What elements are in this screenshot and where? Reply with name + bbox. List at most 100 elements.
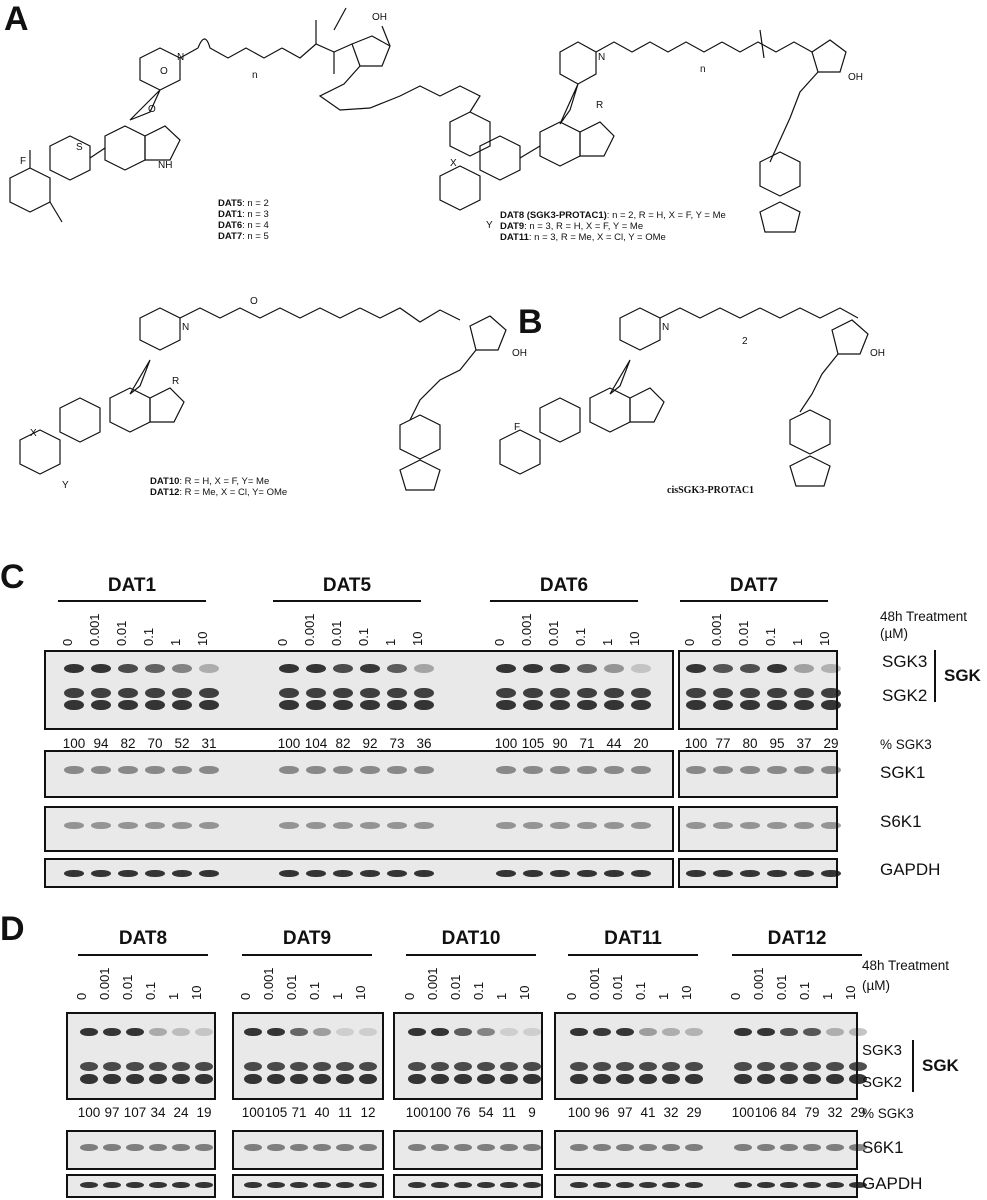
pct-sgk3-value: 29 (850, 1105, 866, 1120)
atom-label: N (177, 52, 184, 63)
band-s6k1 (290, 1144, 308, 1151)
blot-frame-sgk (66, 1012, 216, 1100)
band-sgk2 (408, 1074, 426, 1084)
group-title: DAT9 (282, 928, 332, 949)
band-sgk2 (199, 700, 219, 710)
band-s6k1 (685, 1144, 703, 1151)
concentration-label: 0.01 (329, 620, 344, 646)
band-s6k1 (359, 1144, 377, 1151)
band-sgk2 (713, 700, 733, 710)
band-sgk2 (290, 1062, 308, 1071)
concentration-label: 0.1 (356, 627, 371, 646)
group-underline (490, 600, 638, 602)
band-sgk3 (414, 664, 434, 673)
band-sgk3 (477, 1028, 495, 1036)
band-sgk2 (550, 688, 570, 698)
band-s6k1 (803, 1144, 821, 1151)
band-s6k1 (145, 822, 165, 829)
band-sgk2 (454, 1074, 472, 1084)
band-gapdh (333, 870, 353, 877)
band-s6k1 (496, 822, 516, 829)
group-underline (58, 600, 206, 602)
band-sgk3 (103, 1028, 121, 1036)
band-gapdh (306, 870, 326, 877)
band-sgk2 (91, 700, 111, 710)
band-sgk2 (149, 1074, 167, 1084)
band-s6k1 (780, 1144, 798, 1151)
band-gapdh (172, 870, 192, 877)
band-sgk2 (80, 1074, 98, 1084)
pct-sgk3-value: 97 (104, 1105, 120, 1120)
band-sgk3 (550, 664, 570, 673)
band-sgk2 (172, 700, 192, 710)
band-gapdh (740, 870, 760, 877)
band-gapdh (126, 1182, 144, 1188)
band-sgk3 (360, 664, 380, 673)
band-sgk2 (740, 700, 760, 710)
band-gapdh (523, 870, 543, 877)
band-sgk2 (523, 1062, 541, 1071)
band-sgk1 (64, 766, 84, 774)
band-gapdh (360, 870, 380, 877)
band-sgk2 (767, 688, 787, 698)
group-underline (406, 954, 536, 956)
atom-label: O (160, 66, 168, 77)
band-s6k1 (740, 822, 760, 829)
band-sgk2 (145, 688, 165, 698)
pct-sgk3-value: 100 (567, 1105, 591, 1120)
band-sgk2 (593, 1074, 611, 1084)
group-title: DAT7 (729, 575, 779, 596)
band-sgk2 (639, 1074, 657, 1084)
band-gapdh (359, 1182, 377, 1188)
band-sgk2 (306, 688, 326, 698)
concentration-label: 10 (195, 631, 210, 646)
band-gapdh (631, 870, 651, 877)
atom-label: N (598, 52, 605, 63)
pct-sgk3-label: % SGK3 (862, 1106, 914, 1121)
pct-sgk3-value: 106 (754, 1105, 778, 1120)
panel-label-b: B (518, 303, 543, 341)
s6k1-label: S6K1 (880, 812, 922, 831)
pct-sgk3-value: 37 (796, 736, 812, 751)
band-gapdh (734, 1182, 752, 1188)
band-sgk2 (359, 1074, 377, 1084)
band-sgk2 (387, 700, 407, 710)
band-sgk3 (616, 1028, 634, 1036)
band-sgk3 (199, 664, 219, 673)
band-sgk3 (849, 1028, 867, 1036)
band-sgk1 (767, 766, 787, 774)
pct-sgk3-value: 76 (455, 1105, 471, 1120)
compound-line: DAT7: n = 5 (218, 231, 269, 242)
blot-frame-sgk (554, 1012, 858, 1100)
band-s6k1 (172, 1144, 190, 1151)
concentration-label: 0.01 (284, 974, 299, 1000)
concentration-label: 0.1 (141, 627, 156, 646)
group-underline (242, 954, 372, 956)
band-s6k1 (523, 1144, 541, 1151)
band-s6k1 (118, 822, 138, 829)
band-sgk3 (713, 664, 733, 673)
band-sgk3 (734, 1028, 752, 1036)
sgk1-label: SGK1 (880, 763, 926, 782)
concentration-label: 1 (168, 638, 183, 646)
concentration-label: 0.01 (774, 974, 789, 1000)
band-s6k1 (195, 1144, 213, 1151)
concentration-label: 0 (492, 638, 507, 646)
compound-line: DAT9: n = 3, R = H, X = F, Y = Me (500, 221, 644, 232)
band-sgk2 (794, 700, 814, 710)
band-sgk3 (523, 1028, 541, 1036)
band-sgk2 (91, 688, 111, 698)
atom-label: N (662, 322, 669, 333)
sgk2-label: SGK2 (862, 1074, 903, 1091)
band-sgk3 (336, 1028, 354, 1036)
band-sgk3 (685, 1028, 703, 1036)
band-sgk2 (662, 1062, 680, 1071)
band-sgk2 (244, 1062, 262, 1071)
atom-label: O (250, 296, 258, 307)
band-sgk1 (306, 766, 326, 774)
band-s6k1 (577, 822, 597, 829)
band-sgk2 (336, 1074, 354, 1084)
sgk3-label: SGK3 (862, 1042, 903, 1059)
pct-sgk3-value: 107 (123, 1105, 147, 1120)
structure-2-labels: DAT8 (SGK3-PROTAC1): n = 2, R = H, X = F… (500, 210, 726, 243)
